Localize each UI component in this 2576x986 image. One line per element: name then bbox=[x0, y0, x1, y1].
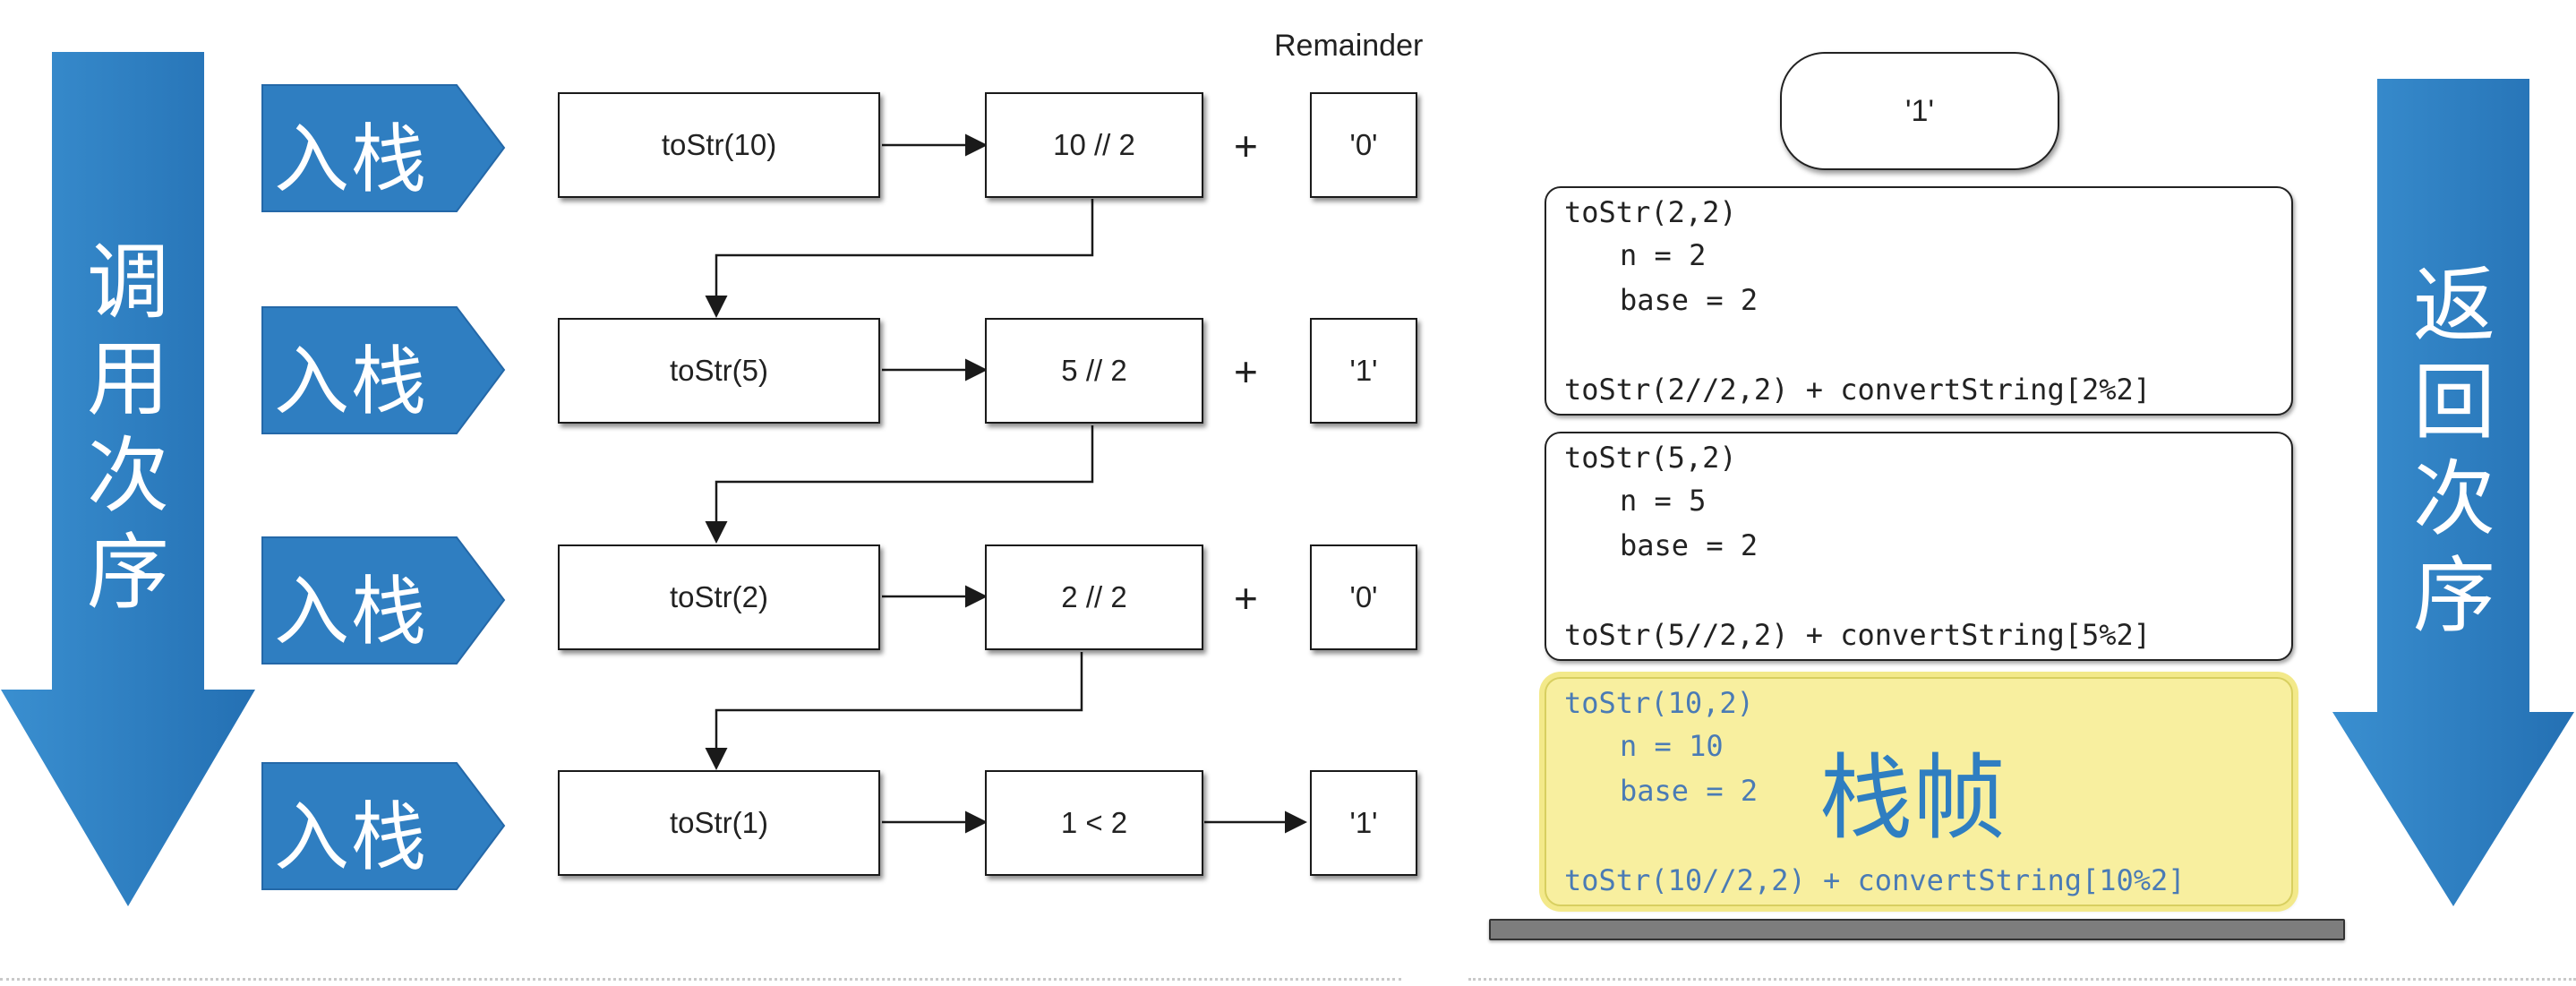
remainder-box-label: '0' bbox=[1349, 128, 1378, 161]
call-order-label: 调用次序 bbox=[74, 235, 182, 622]
call-box: toStr(5) bbox=[558, 318, 880, 424]
frame-signature: toStr(2,2) bbox=[1564, 195, 1737, 229]
stack-frame: toStr(5,2) n = 5 base = 2 toStr(5//2,2) … bbox=[1545, 432, 2293, 661]
stack-frame-label: 栈帧 bbox=[1819, 743, 2007, 853]
stack-frame: toStr(2,2) n = 2 base = 2 toStr(2//2,2) … bbox=[1545, 186, 2293, 416]
stack-top-result: '1' bbox=[1780, 52, 2059, 170]
bottom-guide-line bbox=[1468, 978, 2576, 981]
frame-var-n: n = 5 bbox=[1620, 484, 1707, 518]
operation-box-label: 10 // 2 bbox=[1053, 128, 1135, 161]
operation-box-label: 1 < 2 bbox=[1060, 806, 1128, 839]
push-tag-label: 入栈 bbox=[274, 793, 429, 881]
call-box-label: toStr(2) bbox=[669, 580, 769, 613]
operation-box: 5 // 2 bbox=[985, 318, 1203, 424]
remainder-header: Remainder bbox=[1274, 29, 1424, 63]
frame-signature: toStr(10,2) bbox=[1564, 686, 1754, 720]
frame-var-base: base = 2 bbox=[1620, 283, 1759, 317]
call-box-label: toStr(1) bbox=[669, 806, 769, 839]
remainder-box-label: '1' bbox=[1349, 806, 1378, 839]
return-order-arrow bbox=[2332, 79, 2574, 906]
plus-sign: + bbox=[1234, 348, 1258, 395]
remainder-box: '1' bbox=[1310, 770, 1417, 876]
stack-frame-current: toStr(10,2) n = 10 base = 2 toStr(10//2,… bbox=[1545, 677, 2293, 906]
call-order-text: 调用次序 bbox=[86, 235, 169, 621]
call-box-label: toStr(10) bbox=[661, 128, 777, 161]
remainder-box: '0' bbox=[1310, 92, 1417, 198]
call-order-arrow bbox=[1, 52, 255, 906]
plus-sign: + bbox=[1234, 575, 1258, 622]
call-box-label: toStr(5) bbox=[669, 354, 769, 387]
operation-box-label: 2 // 2 bbox=[1061, 580, 1127, 613]
operation-box: 1 < 2 bbox=[985, 770, 1203, 876]
stack-base bbox=[1489, 919, 2345, 940]
push-tags bbox=[261, 84, 506, 890]
frame-return-expr: toStr(10//2,2) + convertString[10%2] bbox=[1564, 863, 2186, 897]
push-tag-label: 入栈 bbox=[274, 568, 429, 656]
frame-var-base: base = 2 bbox=[1620, 774, 1759, 808]
plus-sign: + bbox=[1234, 123, 1258, 169]
remainder-box-label: '1' bbox=[1349, 354, 1378, 387]
frame-return-expr: toStr(5//2,2) + convertString[5%2] bbox=[1564, 618, 2152, 652]
frame-var-n: n = 10 bbox=[1620, 729, 1724, 763]
push-tag-label: 入栈 bbox=[274, 338, 429, 425]
operation-box: 2 // 2 bbox=[985, 544, 1203, 650]
frame-var-base: base = 2 bbox=[1620, 528, 1759, 562]
call-box: toStr(1) bbox=[558, 770, 880, 876]
frame-return-expr: toStr(2//2,2) + convertString[2%2] bbox=[1564, 373, 2152, 407]
remainder-box-label: '0' bbox=[1349, 580, 1378, 613]
bottom-guide-line bbox=[0, 978, 1401, 981]
call-box: toStr(10) bbox=[558, 92, 880, 198]
operation-box: 10 // 2 bbox=[985, 92, 1203, 198]
frame-signature: toStr(5,2) bbox=[1564, 441, 1737, 475]
call-box: toStr(2) bbox=[558, 544, 880, 650]
push-tag-label: 入栈 bbox=[274, 116, 429, 203]
operation-box-label: 5 // 2 bbox=[1061, 354, 1127, 387]
remainder-box: '0' bbox=[1310, 544, 1417, 650]
remainder-box: '1' bbox=[1310, 318, 1417, 424]
return-order-label: 返回次序 bbox=[2401, 258, 2508, 645]
frame-var-n: n = 2 bbox=[1620, 238, 1707, 272]
stack-top-label: '1' bbox=[1905, 93, 1934, 128]
return-order-text: 返回次序 bbox=[2412, 258, 2495, 644]
flow-connectors bbox=[705, 133, 1307, 834]
